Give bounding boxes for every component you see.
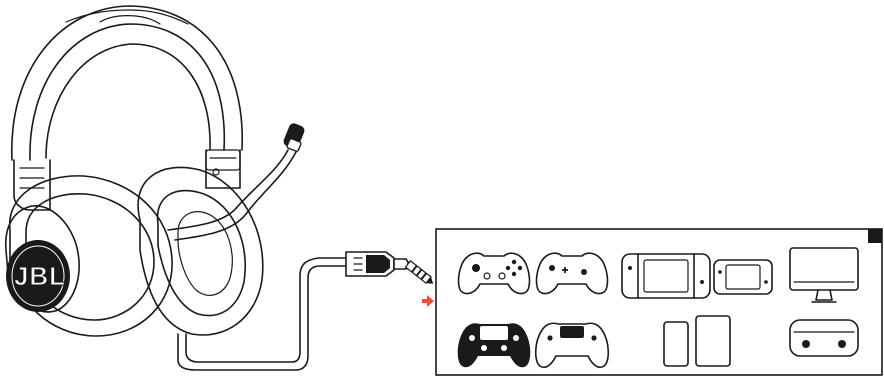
audio-jack-plug (346, 252, 436, 287)
headband (12, 6, 242, 160)
compatible-devices-panel (436, 229, 882, 375)
headset-illustration: JBL (6, 6, 436, 370)
brand-logo-text: JBL (14, 261, 66, 291)
connect-arrow-icon (422, 295, 434, 307)
